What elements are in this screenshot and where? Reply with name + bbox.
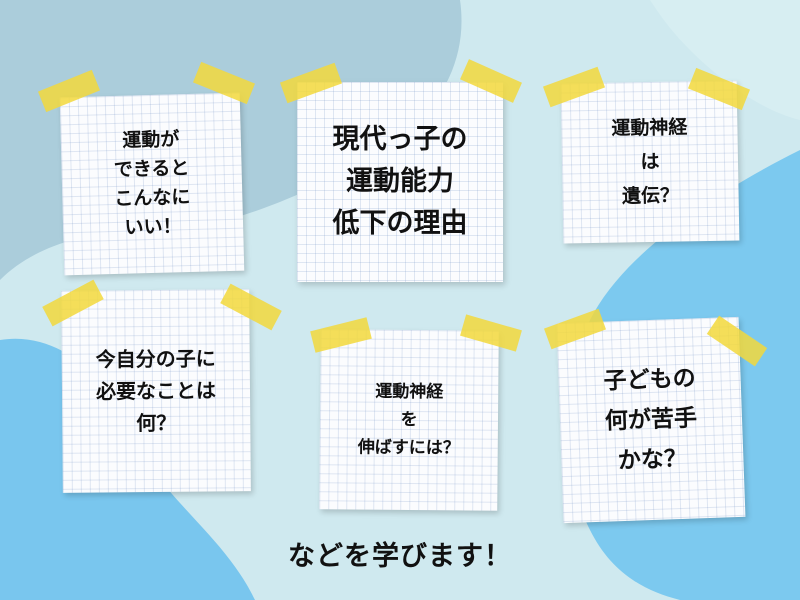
footer-caption: などを学びます！ — [288, 541, 512, 572]
note-text: 子どもの 何が苦手 かな？ — [603, 365, 698, 475]
background-blob-topright-light — [650, 0, 800, 120]
note-text: 今自分の子に 必要なことは 何？ — [95, 346, 217, 436]
note-text: 運動が できると こんなに いい！ — [113, 128, 191, 239]
note-card-decline-reasons: 現代っ子の 運動能力 低下の理由 — [297, 82, 503, 282]
note-card-weaknesses: 子どもの 何が苦手 かな？ — [556, 316, 746, 524]
note-card-child-needs: 今自分の子に 必要なことは 何？ — [61, 289, 251, 493]
note-card-develop-skills: 運動神経 を 伸ばすには？ — [319, 329, 499, 511]
note-text: 運動神経 を 伸ばすには？ — [357, 381, 460, 459]
note-card-heredity: 運動神経 は 遺伝？ — [560, 80, 740, 244]
note-text: 現代っ子の 運動能力 低下の理由 — [332, 124, 468, 239]
note-card-benefits: 運動が できると こんなに いい！ — [59, 92, 245, 276]
note-text: 運動神経 は 遺伝？ — [611, 116, 688, 208]
